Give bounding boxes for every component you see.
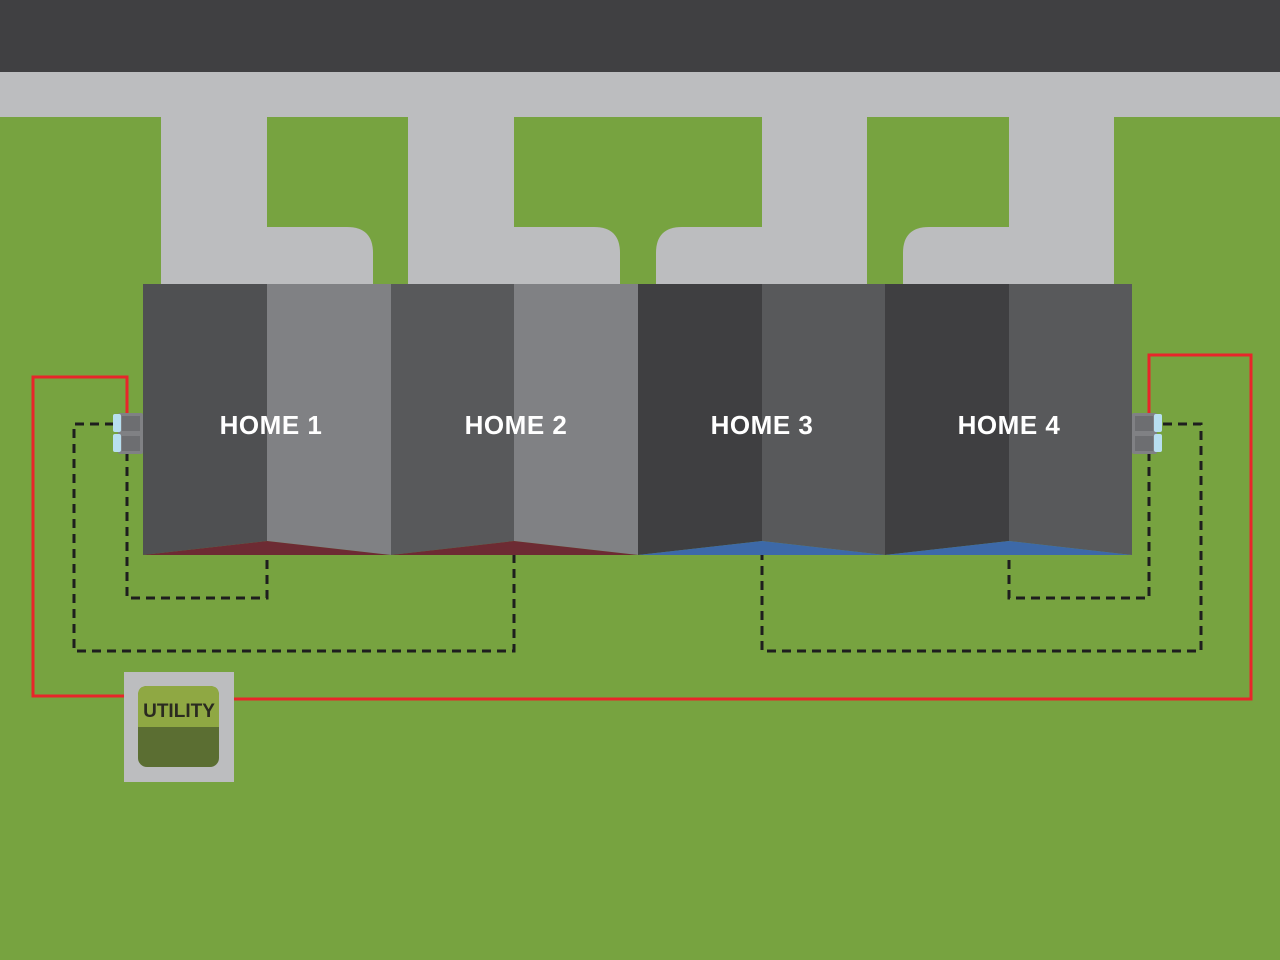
home-2: HOME 2 bbox=[391, 284, 638, 555]
home-3: HOME 3 bbox=[638, 284, 885, 555]
roof-right bbox=[1009, 284, 1132, 555]
roof-left bbox=[638, 284, 762, 555]
eave bbox=[391, 541, 638, 555]
roof-left bbox=[885, 284, 1009, 555]
meter-face bbox=[122, 416, 140, 431]
meter bbox=[1154, 414, 1162, 432]
driveway-1 bbox=[161, 117, 267, 287]
meter-face bbox=[1135, 416, 1153, 431]
roof-right bbox=[762, 284, 885, 555]
street bbox=[0, 0, 1280, 72]
eave bbox=[143, 541, 391, 555]
driveways bbox=[161, 117, 1114, 290]
walkway-4 bbox=[903, 227, 1009, 290]
roof-right bbox=[514, 284, 638, 555]
eave bbox=[885, 541, 1132, 555]
meter-face bbox=[1135, 436, 1153, 451]
home-label: HOME 2 bbox=[465, 410, 568, 440]
eave bbox=[638, 541, 885, 555]
home-label: HOME 4 bbox=[958, 410, 1061, 440]
utility-box-top bbox=[138, 686, 219, 727]
roof-right bbox=[267, 284, 391, 555]
driveway-2 bbox=[408, 117, 514, 287]
dashed-line-home-4 bbox=[1007, 452, 1151, 600]
walkway-3 bbox=[656, 227, 762, 290]
walkway-2 bbox=[514, 227, 620, 290]
home-label: HOME 1 bbox=[220, 410, 323, 440]
utility-label: UTILITY bbox=[143, 701, 215, 722]
walkway-1 bbox=[267, 227, 373, 290]
roof-left bbox=[391, 284, 514, 555]
power-line-left bbox=[31, 375, 138, 698]
dashed-line-home-1 bbox=[125, 452, 269, 600]
meter bbox=[113, 414, 121, 432]
service-lines-dashed bbox=[72, 422, 1203, 653]
sidewalk bbox=[0, 72, 1280, 117]
meter-bank-right bbox=[1132, 413, 1162, 454]
roof-left bbox=[143, 284, 267, 555]
dashed-line-home-3 bbox=[760, 422, 1203, 653]
dashed-line-home-2 bbox=[72, 422, 516, 653]
driveway-3 bbox=[762, 117, 867, 287]
home-label: HOME 3 bbox=[711, 410, 814, 440]
utility-box: UTILITY bbox=[124, 672, 234, 782]
power-line-right bbox=[218, 353, 1253, 701]
power-line bbox=[31, 353, 1253, 701]
meter bbox=[1154, 434, 1162, 452]
driveway-4 bbox=[1009, 117, 1114, 287]
meter-bank-left bbox=[113, 413, 143, 454]
meter-face bbox=[122, 436, 140, 451]
meter bbox=[113, 434, 121, 452]
home-4: HOME 4 bbox=[885, 284, 1132, 555]
home-1: HOME 1 bbox=[143, 284, 391, 555]
